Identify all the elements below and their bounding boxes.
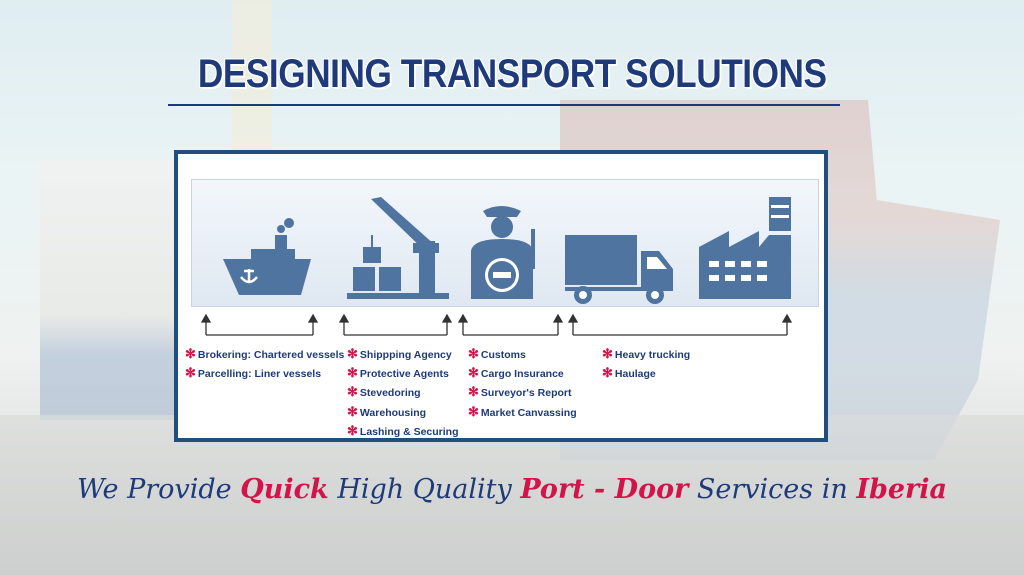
tagline: We Provide Quick High Quality Port - Doo…	[0, 474, 1024, 505]
customs-services-list: ✻Customs✻Cargo Insurance✻Surveyor's Repo…	[468, 345, 577, 422]
service-item: ✻Shippping Agency	[347, 345, 459, 364]
asterisk-bullet-icon: ✻	[347, 346, 358, 361]
service-item-label: Shippping Agency	[359, 349, 452, 361]
asterisk-bullet-icon: ✻	[185, 346, 196, 361]
service-item: ✻Brokering: Chartered vessels	[185, 345, 344, 364]
group-brackets	[200, 313, 793, 336]
asterisk-bullet-icon: ✻	[468, 403, 479, 419]
service-item: ✻Lashing & Securing	[347, 422, 459, 441]
tagline-quick: Quick	[240, 474, 329, 505]
truck-icon	[563, 233, 675, 305]
asterisk-bullet-icon: ✻	[347, 422, 358, 438]
service-item-label: Market Canvassing	[480, 406, 577, 419]
factory-icon	[695, 195, 799, 301]
service-item: ✻Heavy trucking	[602, 345, 690, 364]
asterisk-bullet-icon: ✻	[347, 365, 358, 381]
background-crane	[232, 0, 272, 160]
service-item-label: Stevedoring	[359, 387, 421, 400]
page-title-text: DESIGNING TRANSPORT SOLUTIONS	[197, 52, 827, 96]
agency-services-list: ✻Shippping Agency✻Protective Agents✻Stev…	[347, 345, 459, 441]
asterisk-bullet-icon: ✻	[347, 403, 358, 419]
service-item: ✻Stevedoring	[347, 383, 459, 402]
bracket-shipping	[200, 313, 319, 336]
service-item-label: Parcelling: Liner vessels	[197, 368, 322, 381]
service-item-label: Lashing & Securing	[359, 425, 459, 438]
bracket-trucking	[567, 313, 793, 336]
service-item: ✻Cargo Insurance	[468, 364, 577, 383]
services-panel: ✻Brokering: Chartered vessels✻Parcelling…	[174, 150, 828, 442]
service-item-label: Heavy trucking	[614, 349, 691, 361]
title-underline	[168, 104, 840, 106]
tagline-iberia: Iberia	[856, 474, 947, 505]
service-item: ✻Warehousing	[347, 403, 459, 422]
bracket-customs	[457, 313, 564, 336]
ship-icon	[219, 213, 315, 303]
asterisk-bullet-icon: ✻	[602, 346, 613, 361]
asterisk-bullet-icon: ✻	[468, 346, 479, 361]
service-item-label: Haulage	[614, 368, 656, 381]
tagline-part2: High Quality	[328, 474, 521, 505]
service-item-label: Customs	[480, 349, 526, 361]
page-title: DESIGNING TRANSPORT SOLUTIONS	[0, 52, 1024, 99]
service-item-label: Warehousing	[359, 406, 427, 419]
asterisk-bullet-icon: ✻	[347, 384, 358, 400]
trucking-services-list: ✻Heavy trucking✻Haulage	[602, 345, 690, 383]
service-item-label: Cargo Insurance	[480, 368, 564, 381]
background-ship-left	[40, 160, 200, 420]
shipping-services-list: ✻Brokering: Chartered vessels✻Parcelling…	[185, 345, 344, 383]
service-item: ✻Protective Agents	[347, 364, 459, 383]
service-item: ✻Market Canvassing	[468, 403, 577, 422]
tagline-part3: Services in	[688, 474, 857, 505]
service-item-label: Protective Agents	[359, 368, 449, 381]
tagline-port-door: Port - Door	[520, 474, 689, 505]
service-item: ✻Customs	[468, 345, 577, 364]
service-item: ✻Haulage	[602, 364, 690, 383]
bracket-agency	[338, 313, 453, 336]
asterisk-bullet-icon: ✻	[602, 365, 613, 381]
service-item: ✻Parcelling: Liner vessels	[185, 364, 344, 383]
service-item: ✻Surveyor's Report	[468, 383, 577, 402]
service-item-label: Surveyor's Report	[480, 387, 572, 400]
asterisk-bullet-icon: ✻	[185, 365, 196, 381]
asterisk-bullet-icon: ✻	[468, 384, 479, 400]
customs-officer-icon	[465, 201, 541, 301]
asterisk-bullet-icon: ✻	[468, 365, 479, 381]
tagline-part1: We Provide	[77, 474, 241, 505]
service-item-label: Brokering: Chartered vessels	[197, 349, 345, 361]
crane-icon	[343, 195, 451, 301]
